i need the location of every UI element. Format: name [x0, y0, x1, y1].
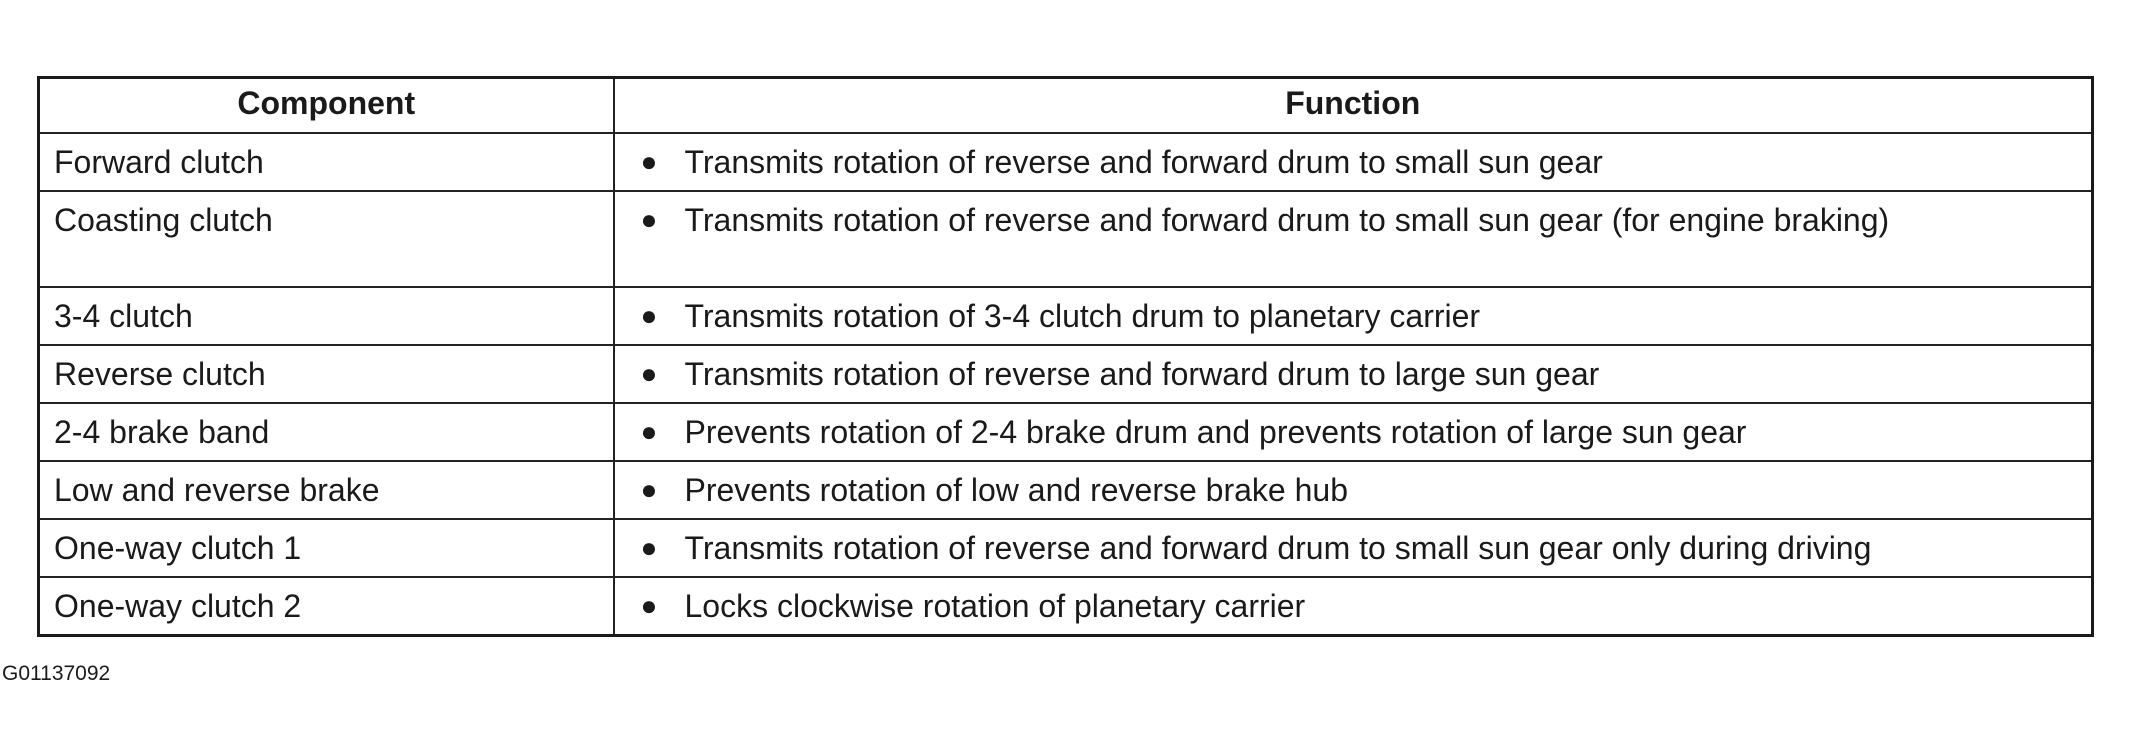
component-cell: 2-4 brake band: [37, 401, 615, 462]
table-header-row: Component Function: [37, 76, 2094, 134]
function-text: Transmits rotation of reverse and forwar…: [684, 143, 1603, 180]
component-cell: Low and reverse brake: [37, 459, 615, 520]
function-text: Transmits rotation of 3-4 clutch drum to…: [684, 297, 1481, 334]
table-row: Reverse clutch ● Transmits rotation of r…: [37, 343, 2094, 404]
function-cell: ● Transmits rotation of reverse and forw…: [612, 343, 2094, 404]
component-cell: One-way clutch 2: [37, 575, 615, 636]
function-text: Locks clockwise rotation of planetary ca…: [684, 587, 1306, 624]
function-cell: ● Locks clockwise rotation of planetary …: [612, 575, 2094, 636]
function-text: Transmits rotation of reverse and forwar…: [684, 355, 1600, 392]
component-cell: Reverse clutch: [37, 343, 615, 404]
function-text: Prevents rotation of low and reverse bra…: [684, 471, 1348, 508]
figure-id: G01137092: [2, 662, 111, 685]
component-cell: 3-4 clutch: [37, 285, 615, 346]
bullet-icon: ●: [640, 145, 658, 177]
table-row: One-way clutch 2 ● Locks clockwise rotat…: [37, 575, 2094, 636]
function-cell: ● Transmits rotation of reverse and forw…: [612, 131, 2094, 192]
component-cell: Coasting clutch: [37, 189, 615, 288]
component-cell: Forward clutch: [37, 131, 615, 192]
function-cell: ● Transmits rotation of 3-4 clutch drum …: [612, 285, 2094, 346]
function-cell: ● Prevents rotation of low and reverse b…: [612, 459, 2094, 520]
table-row: 3-4 clutch ● Transmits rotation of 3-4 c…: [37, 285, 2094, 346]
component-function-table: Component Function Forward clutch ● Tran…: [37, 76, 2094, 637]
table-row: Forward clutch ● Transmits rotation of r…: [37, 131, 2094, 192]
function-text: Transmits rotation of reverse and forwar…: [684, 201, 1890, 238]
bullet-icon: ●: [640, 203, 658, 235]
bullet-icon: ●: [640, 531, 658, 563]
table-row: 2-4 brake band ● Prevents rotation of 2-…: [37, 401, 2094, 462]
function-cell: ● Prevents rotation of 2-4 brake drum an…: [612, 401, 2094, 462]
component-function-table-wrapper: Component Function Forward clutch ● Tran…: [37, 76, 2094, 637]
table-row: One-way clutch 1 ● Transmits rotation of…: [37, 517, 2094, 578]
table-row: Coasting clutch ● Transmits rotation of …: [37, 189, 2094, 288]
function-cell: ● Transmits rotation of reverse and forw…: [612, 189, 2094, 288]
function-text: Prevents rotation of 2-4 brake drum and …: [684, 413, 1747, 450]
bullet-icon: ●: [640, 589, 658, 621]
header-component: Component: [37, 76, 615, 134]
bullet-icon: ●: [640, 473, 658, 505]
function-text: Transmits rotation of reverse and forwar…: [684, 529, 1872, 566]
header-function: Function: [612, 76, 2094, 134]
bullet-icon: ●: [640, 357, 658, 389]
bullet-icon: ●: [640, 299, 658, 331]
bullet-icon: ●: [640, 415, 658, 447]
table-row: Low and reverse brake ● Prevents rotatio…: [37, 459, 2094, 520]
component-cell: One-way clutch 1: [37, 517, 615, 578]
function-cell: ● Transmits rotation of reverse and forw…: [612, 517, 2094, 578]
